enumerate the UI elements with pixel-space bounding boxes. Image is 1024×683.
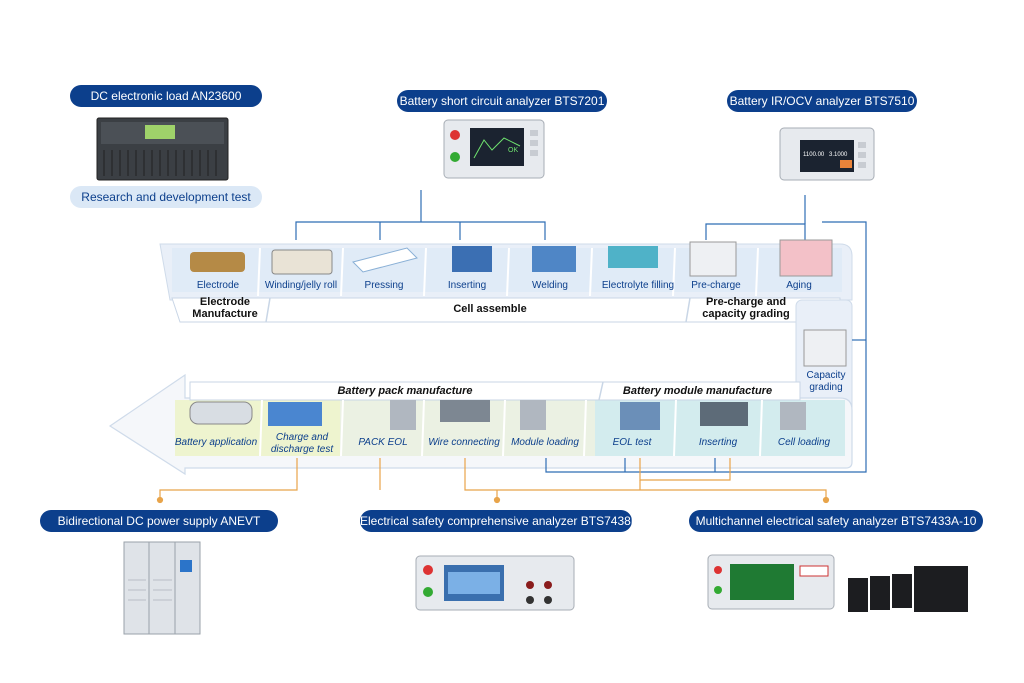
step-inserting: Inserting	[447, 280, 487, 291]
step-wire-connecting: Wire connecting	[428, 437, 500, 448]
top-step-images	[190, 239, 833, 277]
step-pressing: Pressing	[364, 280, 404, 291]
electrical-safety-analyzer-label: Electrical safety comprehensive analyzer…	[360, 510, 639, 532]
short-circuit-analyzer-label: Battery short circuit analyzer BTS7201	[397, 90, 607, 112]
dc-load-label: DC electronic load AN23600	[70, 85, 262, 107]
step-electrode: Electrode	[196, 280, 240, 291]
short-circuit-device-image	[443, 119, 545, 179]
step-welding: Welding	[532, 280, 568, 291]
ir-ocv-screen-value-2: 3.1000	[829, 152, 848, 158]
step-module-loading: Module loading	[511, 437, 579, 448]
bidirectional-device-image	[123, 541, 201, 635]
short-circuit-screen-readout: OK	[508, 147, 518, 154]
step-capacity-grading: Capacity grading	[806, 370, 846, 393]
top-band-dividers	[257, 247, 759, 297]
blue-connectors	[295, 190, 867, 473]
bottom-section-strip	[189, 381, 801, 401]
step-battery-application: Battery application	[174, 437, 258, 448]
research-development-label: Research and development test	[70, 186, 262, 208]
bottom-section-divider	[598, 381, 604, 401]
electrical-safety-device-image	[415, 555, 575, 611]
bottom-step-images	[189, 400, 806, 430]
step-charge-discharge-test: Charge and discharge test	[270, 432, 334, 455]
top-section-dividers	[265, 297, 691, 323]
section-module-manufacture: Battery module manufacture	[622, 385, 773, 397]
orange-connectors	[156, 458, 830, 504]
bottom-band-dividers	[259, 399, 763, 457]
multichannel-analyzer-label: Multichannel electrical safety analyzer …	[689, 510, 983, 532]
section-cell-assemble: Cell assemble	[453, 303, 527, 315]
step-inserting-module: Inserting	[698, 437, 738, 448]
ir-ocv-screen-value-1: 1100.00	[803, 152, 825, 158]
step-eol-test: EOL test	[612, 437, 652, 448]
section-precharge-grading: Pre-charge and capacity grading	[702, 296, 790, 320]
bidirectional-power-supply-label: Bidirectional DC power supply ANEVT	[40, 510, 278, 532]
section-pack-manufacture: Battery pack manufacture	[337, 385, 473, 397]
capacity-grading-image	[803, 329, 847, 367]
step-aging: Aging	[786, 280, 812, 291]
ir-ocv-device-image	[779, 127, 875, 181]
step-pack-eol: PACK EOL	[358, 437, 408, 448]
multichannel-device-image	[707, 554, 968, 612]
section-electrode-manufacture: Electrode Manufacture	[192, 296, 258, 320]
step-winding: Winding/jelly roll	[264, 280, 338, 291]
ir-ocv-analyzer-label: Battery IR/OCV analyzer BTS7510	[727, 90, 917, 112]
step-electrolyte-filling: Electrolyte filling	[601, 280, 675, 291]
step-cell-loading: Cell loading	[777, 437, 831, 448]
dc-load-device-image	[96, 117, 229, 181]
step-pre-charge: Pre-charge	[691, 280, 741, 291]
